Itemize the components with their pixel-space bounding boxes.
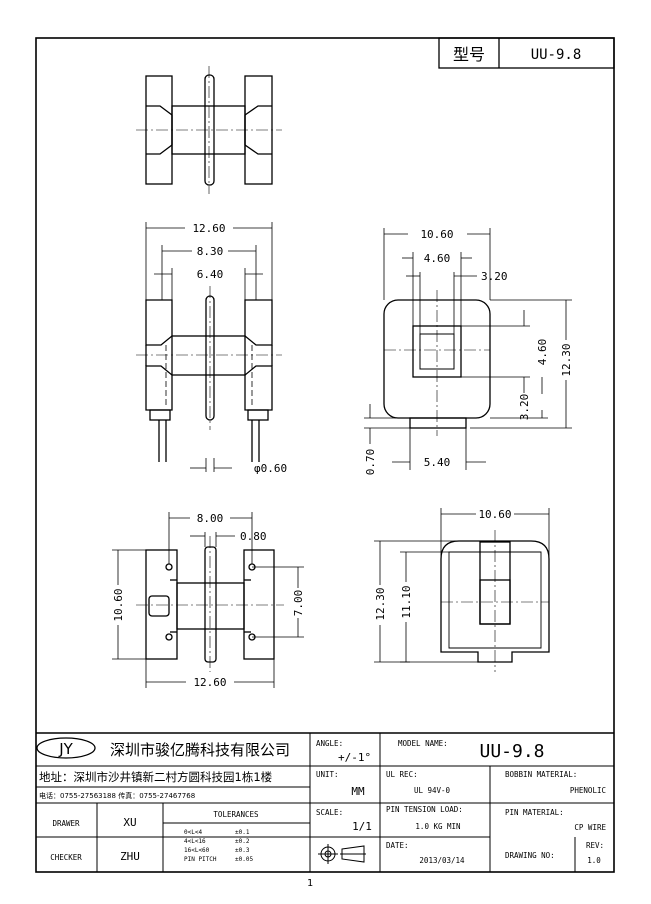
type-value: UU-9.8 [531,47,582,63]
view-front-elevation [136,286,282,462]
view-bottom [136,536,284,672]
angle-label: ANGLE: [316,739,343,748]
dim-front-mid: 8.30 [197,245,224,258]
tolerance-value-2: ±0.2 [235,838,250,845]
pin-material-value: CP WIRE [574,823,606,832]
dim-bottom-width: 12.60 [193,676,226,689]
bobbin-material-label: BOBBIN MATERIAL: [505,770,577,779]
model-name-value: UU-9.8 [479,741,544,762]
dim-top-width: 10.60 [478,508,511,521]
view-side-elevation [383,290,491,436]
dim-bottom-flange: 0.80 [240,530,267,543]
dim-side-width: 10.60 [420,228,453,241]
drawing-no-label: DRAWING NO: [505,851,555,860]
dim-top-height-inner: 11.10 [400,585,413,618]
tolerance-value-4: ±0.05 [235,856,253,863]
company-name: 深圳市骏亿腾科技有限公司 [110,741,290,759]
tolerance-value-3: ±0.3 [235,847,250,854]
tolerance-range-4: PIN PITCH [184,856,217,863]
dim-side-wall: 3.20 [481,270,508,283]
dim-side-window-height: 4.60 [536,339,549,366]
tolerance-value-1: ±0.1 [235,829,250,836]
date-value: 2013/03/14 [419,856,465,865]
view-top-elevation [136,66,282,194]
unit-label: UNIT: [316,770,339,779]
pin-tension-value: 1.0 KG MIN [415,822,460,831]
view-top-plan [440,530,550,672]
dim-side-standoff: 0.70 [364,449,377,476]
angle-value: +/-1° [338,751,371,764]
tolerance-range-1: 0<L<4 [184,829,202,836]
pin-material-label: PIN MATERIAL: [505,808,564,817]
side-dimensions [364,228,572,470]
unit-value: MM [351,785,365,798]
ul-rec-label: UL REC: [386,770,418,779]
dim-side-base: 3.20 [518,394,531,421]
drawer-value: XU [123,816,136,829]
tolerances-label: TOLERANCES [213,810,259,819]
model-box: 型号 UU-9.8 [438,37,615,69]
checker-label: CHECKER [50,853,82,862]
front-dimensions [145,222,273,472]
drawing-frame [35,37,615,873]
checker-value: ZHU [120,850,140,863]
drawer-label: DRAWER [52,819,80,828]
page-number: 1 [307,878,313,889]
dim-bottom-pitch: 8.00 [197,512,224,525]
dim-side-foot: 5.40 [424,456,451,469]
title-block-grid [36,732,614,872]
tolerance-range-3: 16<L<60 [184,847,210,854]
ul-rec-value: UL 94V-0 [414,786,451,795]
company-logo [36,737,96,759]
top-plan-dimensions [374,508,550,663]
company-phone-fax: 电话：0755-27563188 传真：0755-27467768 [39,791,195,800]
dim-bottom-pin-spacing: 7.00 [292,590,305,617]
tolerance-range-2: 4<L<16 [184,838,206,845]
dim-top-height-total: 12.30 [374,587,387,620]
bottom-dimensions [112,512,304,688]
dim-side-total-height: 12.30 [560,343,573,376]
rev-label: REV: [586,841,604,850]
scale-label: SCALE: [316,808,343,817]
type-label: 型号 [453,45,485,64]
company-address: 地址：深圳市沙井镇新二村方圆科技园1栋1楼 [39,770,273,784]
dim-pin-diameter: φ0.60 [254,462,287,475]
bobbin-material-value: PHENOLIC [570,786,606,795]
rev-value: 1.0 [587,856,601,865]
company-logo-text: JY [58,740,73,758]
pin-tension-label: PIN TENSION LOAD: [386,805,463,814]
dim-bottom-height: 10.60 [112,588,125,621]
dim-front-outer: 12.60 [192,222,225,235]
scale-value: 1/1 [352,820,372,833]
dim-side-window: 4.60 [424,252,451,265]
dim-front-inner: 6.40 [197,268,224,281]
date-label: DATE: [386,841,409,850]
projection-symbol-icon [318,844,366,864]
model-name-label: MODEL NAME: [398,739,448,748]
